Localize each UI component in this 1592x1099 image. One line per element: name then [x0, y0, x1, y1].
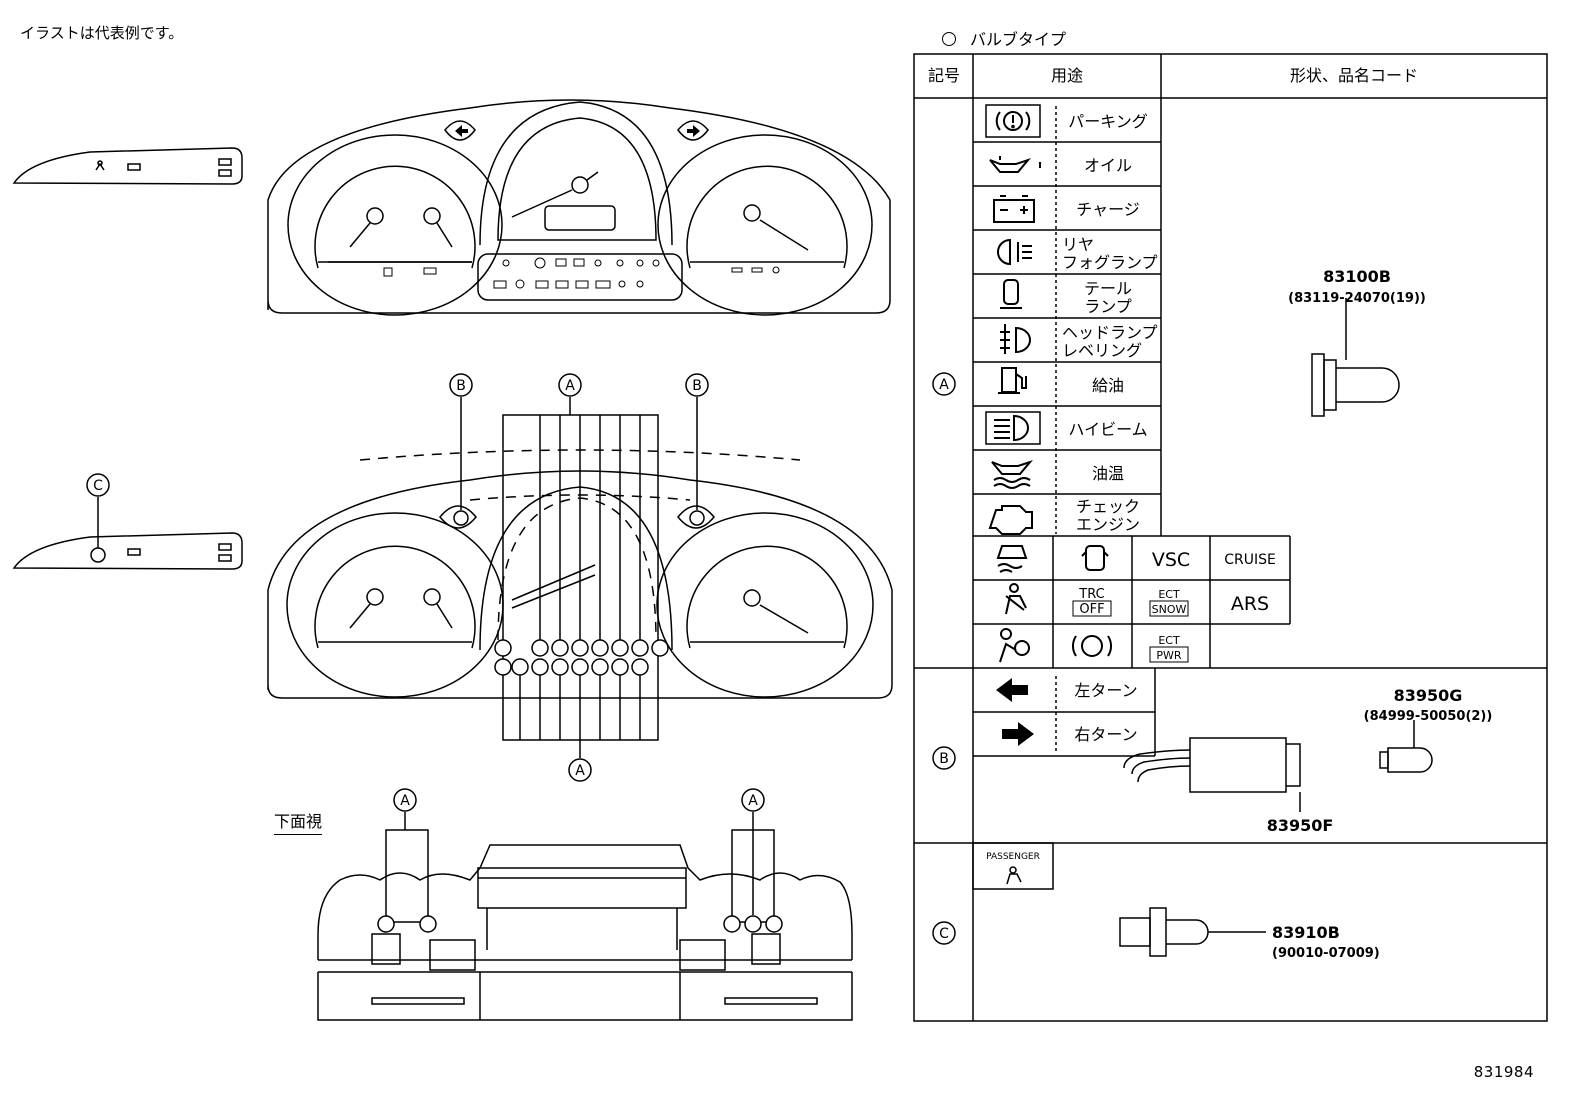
row-check-engine-label-2: エンジン: [1076, 515, 1140, 534]
row-tail-label-1: テール: [1084, 279, 1132, 298]
part-number-83950f: 83950F: [1267, 816, 1334, 835]
row-rear-fog-label-1: リヤ: [1062, 235, 1094, 254]
meter-bottom-view: [317, 812, 853, 1021]
row-check-engine-label-1: チェック: [1076, 497, 1140, 516]
header-symbol: 記号: [928, 66, 960, 85]
high-beam-icon: [994, 414, 1029, 442]
bulb-socket-row: [494, 639, 669, 676]
battery-charge-icon: [993, 195, 1035, 223]
cruise-label: CRUISE: [1224, 552, 1276, 568]
row-left-turn-label: 左ターン: [1074, 681, 1137, 700]
passenger-indicator-strip-c: [12, 497, 243, 570]
bulb-type-table: 記号 用途 形状、品名コード パーキング オイル チャージ リヤ フォグランプ …: [913, 53, 1548, 1022]
ect-snow-top-label: ECT: [1158, 588, 1180, 601]
bulb-type-label: バルブタイプ: [970, 30, 1067, 49]
meter-cluster-rear: [267, 397, 893, 758]
callout-a-bottom: [568, 758, 592, 782]
callout-a-bottom-right-label: A: [748, 793, 758, 809]
ect-snow-label: SNOW: [1152, 603, 1187, 616]
part-code-83950g: (84999-50050(2)): [1364, 709, 1493, 724]
header-usage: 用途: [1051, 66, 1083, 85]
part-number-83950g: 83950G: [1394, 686, 1463, 705]
circle-marker-icon: [942, 32, 956, 46]
fuel-icon: [998, 367, 1027, 394]
callout-a-bottom-left: [393, 788, 417, 812]
callout-c-label: C: [93, 478, 103, 494]
check-engine-icon: [988, 505, 1033, 535]
airbag-icon: [999, 628, 1030, 663]
bulb-83100b-drawing: [1311, 298, 1400, 417]
document-number: 831984: [1473, 1063, 1534, 1081]
oil-pressure-icon: [989, 156, 1041, 173]
bulb-83910b-drawing: [1119, 907, 1266, 957]
row-charge-label: チャージ: [1076, 200, 1140, 219]
representative-illustration-note: イラストは代表例です。: [20, 24, 184, 42]
bulb-83950g-drawing: [1123, 720, 1433, 812]
row-oil-label: オイル: [1084, 156, 1132, 175]
row-leveling-label-1: ヘッドランプ: [1062, 323, 1158, 342]
row-oil-temp-label: 油温: [1092, 464, 1124, 483]
warning-symbol-row: [383, 257, 780, 289]
symbol-a-label: A: [939, 377, 949, 393]
tail-lamp-icon: [1000, 279, 1022, 309]
left-turn-arrow-icon: [996, 678, 1028, 702]
vsc-label: VSC: [1152, 549, 1190, 571]
callout-b-right: [685, 373, 709, 397]
symbol-c-label: C: [939, 926, 949, 942]
part-code-83100b: (83119-24070(19)): [1288, 291, 1426, 306]
vsc-skid-icon: [996, 545, 1028, 573]
parking-brake-icon: [995, 111, 1031, 131]
part-number-83910b: 83910B: [1272, 923, 1340, 942]
part-code-83910b: (90010-07009): [1272, 946, 1380, 961]
row-fuel-label: 給油: [1092, 376, 1124, 395]
callout-b-left-label: B: [456, 378, 466, 394]
symbol-a-circle: [932, 372, 956, 396]
seatbelt-icon: [1005, 583, 1027, 615]
trc-label: TRC: [1078, 587, 1104, 602]
meter-cluster-front: [267, 99, 891, 316]
row-parking-label: パーキング: [1068, 112, 1148, 131]
row-rear-fog-label-2: フォグランプ: [1062, 253, 1158, 272]
meter-illustrations: B A B C A A A: [12, 99, 893, 1021]
callout-c: [86, 473, 110, 497]
trc-off-label: OFF: [1079, 602, 1104, 617]
symbol-c-circle: [932, 921, 956, 945]
passenger-indicator-strip-top: [12, 147, 243, 185]
ars-label: ARS: [1231, 593, 1269, 615]
row-leveling-label-2: レベリング: [1062, 341, 1142, 360]
callout-b-right-label: B: [692, 378, 702, 394]
bottom-view-label: 下面視: [274, 808, 323, 835]
part-number-83100b: 83100B: [1323, 267, 1391, 286]
callout-a-top: [558, 373, 582, 397]
ect-pwr-top-label: ECT: [1158, 634, 1180, 647]
abs-icon: [1071, 635, 1113, 657]
rear-fog-icon: [997, 238, 1032, 266]
passenger-seatbelt-icon: [1006, 866, 1022, 885]
oil-temp-icon: [991, 459, 1034, 489]
row-tail-label-2: ランプ: [1084, 297, 1132, 316]
callout-a-top-label: A: [565, 378, 575, 394]
header-shape-code: 形状、品名コード: [1290, 66, 1418, 85]
row-high-beam-label: ハイビーム: [1068, 420, 1147, 439]
door-open-icon: [1081, 545, 1109, 571]
row-right-turn-label: 右ターン: [1074, 725, 1137, 744]
callout-b-left: [449, 373, 473, 397]
passenger-label: PASSENGER: [986, 852, 1040, 862]
headlamp-leveling-icon: [1000, 324, 1031, 354]
symbol-b-circle: [932, 746, 956, 770]
callout-a-bottom-left-label: A: [400, 793, 410, 809]
symbol-b-label: B: [939, 751, 949, 767]
ect-pwr-label: PWR: [1156, 649, 1182, 662]
callout-a-bottom-label: A: [575, 763, 585, 779]
callout-a-bottom-right: [741, 788, 765, 812]
bulb-type-header: バルブタイプ: [942, 26, 1066, 50]
right-turn-arrow-icon: [1002, 722, 1034, 746]
